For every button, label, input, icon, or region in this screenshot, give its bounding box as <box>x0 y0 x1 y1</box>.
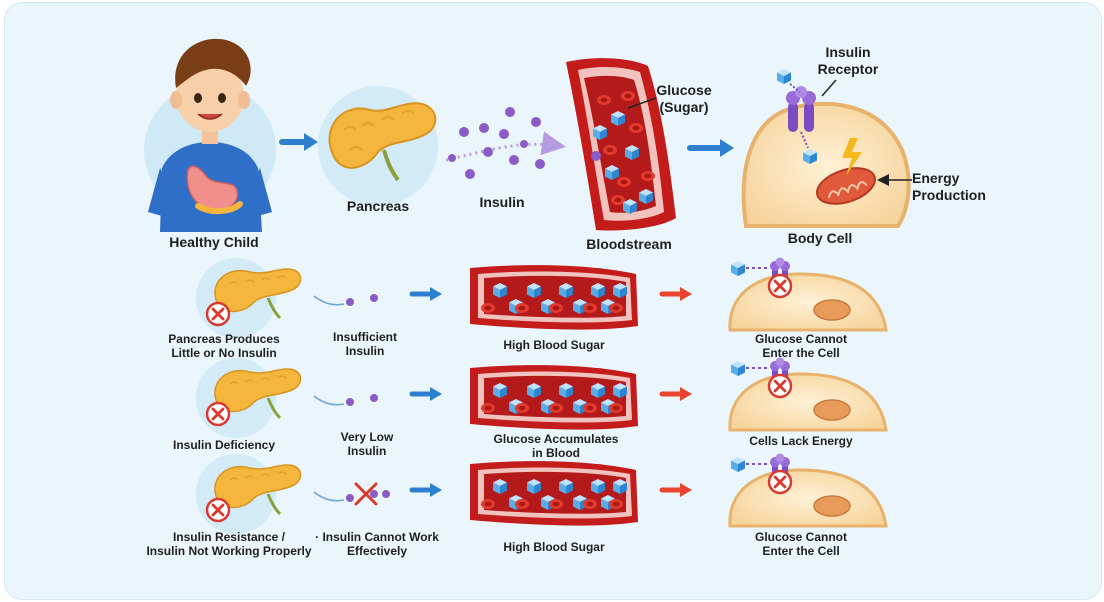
row3-mitochondria <box>813 495 851 517</box>
row1-insulin-dot-1 <box>346 298 354 306</box>
label-insulin-receptor: Insulin Receptor <box>817 44 879 77</box>
row1-blood-label: High Blood Sugar <box>503 338 605 352</box>
problem-row-3 <box>196 453 888 534</box>
row1-insulin-label: Insufficient Insulin <box>332 330 397 358</box>
row2-blocked-icon <box>205 401 231 427</box>
insulin-molecules <box>445 107 566 179</box>
row1-mitochondria <box>813 299 851 321</box>
row3-blood-label: High Blood Sugar <box>503 540 605 554</box>
body-cell <box>741 69 911 228</box>
row1-cause-label: Pancreas Produces Little or No Insulin <box>168 332 280 360</box>
row1-entry-blocked-icon <box>767 273 793 299</box>
row3-insulin-dot-2 <box>370 490 378 498</box>
row3-insulin-dot-1 <box>346 494 354 502</box>
label-insulin: Insulin <box>479 194 525 210</box>
label-healthy-child: Healthy Child <box>169 234 259 250</box>
problem-row-2 <box>196 357 888 438</box>
glucose-pointer <box>627 97 657 109</box>
label-pancreas: Pancreas <box>346 198 410 214</box>
row3-cause-label: Insulin Resistance / Insulin Not Working… <box>146 530 312 558</box>
receptor-pointer <box>821 79 837 97</box>
problem-rows <box>196 257 888 534</box>
row3-entry-blocked-icon <box>767 469 793 495</box>
label-body-cell: Body Cell <box>787 230 853 246</box>
row2-cell <box>728 372 888 432</box>
row2-insulin-label: Very Low Insulin <box>340 430 394 458</box>
row2-insulin-dot-1 <box>346 398 354 406</box>
row1-insulin-dot-2 <box>370 294 378 302</box>
row1-outcome-label: Glucose Cannot Enter the Cell <box>754 332 847 360</box>
row3-insulin-label: · Insulin Cannot Work Effectively <box>315 530 439 558</box>
row3-blocked-icon <box>205 497 231 523</box>
label-glucose: Glucose (Sugar) <box>656 82 712 115</box>
row3-cell <box>728 468 888 528</box>
row2-mitochondria <box>813 399 851 421</box>
pancreas-illustration <box>318 86 438 206</box>
row2-cause-label: Insulin Deficiency <box>172 438 276 452</box>
label-bloodstream: Bloodstream <box>586 236 672 252</box>
row1-cell <box>728 272 888 332</box>
healthy-child-illustration <box>144 38 276 232</box>
row2-entry-blocked-icon <box>767 373 793 399</box>
row3-insulin-blocked-icon <box>354 482 378 506</box>
row1-blocked-icon <box>205 301 231 327</box>
label-energy-production: Energy Production <box>912 170 986 203</box>
problem-row-1 <box>196 257 888 338</box>
row3-outcome-label: Glucose Cannot Enter the Cell <box>754 530 847 558</box>
row2-outcome-label: Cells Lack Energy <box>749 434 853 448</box>
row2-blood-label: Glucose Accumulates in Blood <box>493 432 619 460</box>
row2-insulin-dot-2 <box>370 394 378 402</box>
